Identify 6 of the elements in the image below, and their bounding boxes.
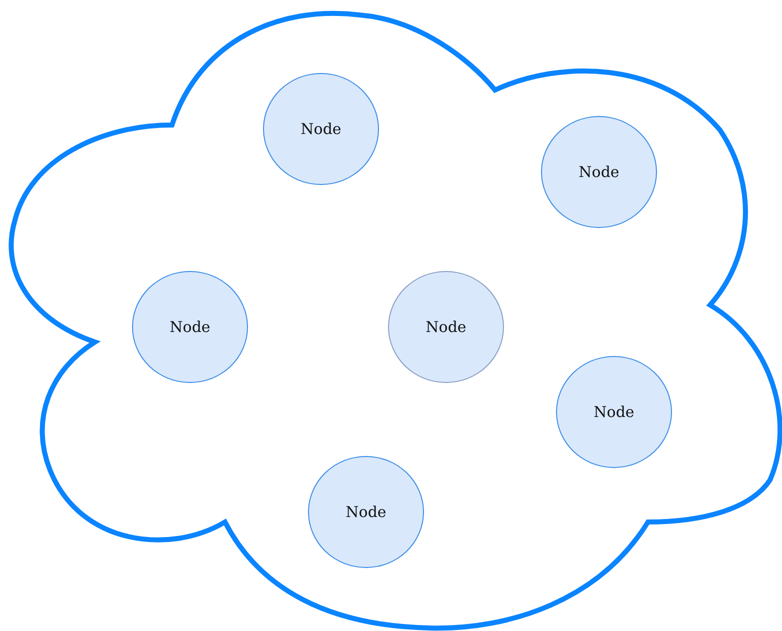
node-label: Node: [426, 318, 466, 336]
node-label: Node: [300, 120, 342, 138]
node-label: Node: [346, 503, 386, 521]
node-label: Node: [594, 403, 634, 421]
node-label: Node: [578, 163, 620, 181]
node-label: Node: [170, 318, 210, 336]
